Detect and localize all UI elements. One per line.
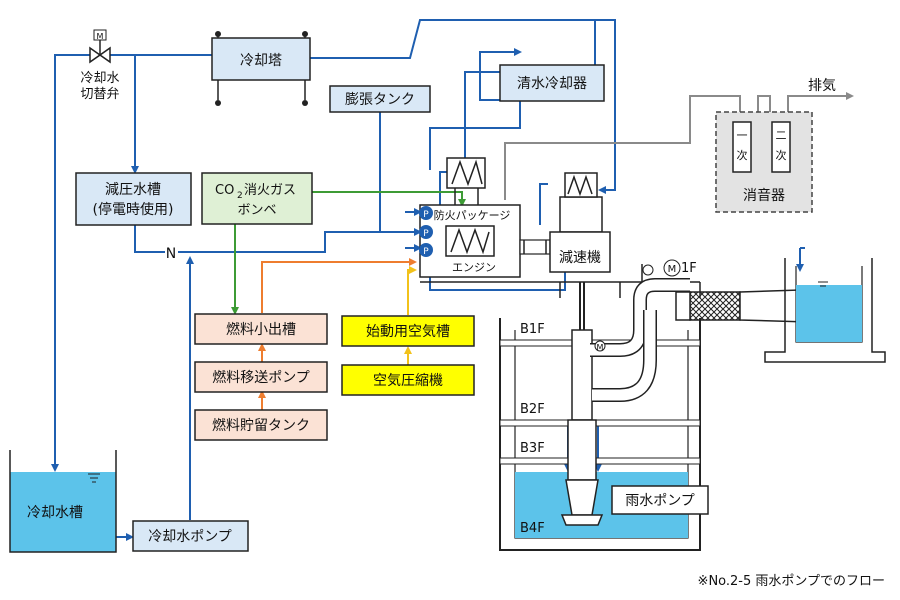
floor-b2f-label: B2F — [520, 402, 545, 417]
floor-b3f-label: B3F — [520, 441, 545, 456]
air-compressor-label: 空気圧縮機 — [373, 373, 443, 389]
fresh-cooler-label: 清水冷却器 — [517, 76, 587, 92]
hx-down-line — [539, 183, 548, 225]
floor-1f: M 1F — [420, 259, 701, 298]
check-valve-n: N — [166, 246, 176, 262]
muffler-label: 消音器 — [743, 187, 785, 204]
fuel-to-engine-line — [261, 258, 417, 313]
fuel-small-tank-label: 燃料小出槽 — [226, 321, 296, 338]
decomp-to-junction-line — [134, 225, 165, 253]
start-air-tank: 始動用空気槽 — [341, 315, 475, 347]
footnote: ※No.2-5 雨水ポンプでのフロー — [698, 574, 885, 589]
co2-label-co: CO — [215, 183, 234, 198]
floor-b1f-label: B1F — [520, 322, 545, 337]
motor-m-1f: M — [668, 264, 677, 275]
co2-cylinder: CO 2 消火ガス ボンベ — [201, 172, 313, 225]
engine-return-line — [429, 270, 566, 291]
muffler-2-label-b: 次 — [776, 148, 787, 162]
fuel-small-tank: 燃料小出槽 — [194, 313, 328, 345]
valve-label-line2: 切替弁 — [80, 87, 119, 102]
fire-package-label: 防火パッケージ — [434, 208, 511, 222]
exhaust-outlet-line — [787, 92, 854, 118]
muffler-1-label-b: 次 — [737, 148, 748, 162]
fuel-storage-tank-label: 燃料貯留タンク — [212, 417, 310, 434]
co2-lines — [231, 191, 466, 315]
cooling-water-tank: 冷却水槽 — [9, 450, 117, 553]
reducer-label: 減速機 — [559, 249, 601, 266]
cooling-water-tank-label: 冷却水槽 — [27, 505, 83, 521]
fuel-lines — [258, 258, 417, 410]
decompression-tank: 減圧水槽 (停電時使用) — [75, 172, 192, 226]
motor-m-b1f: M — [597, 343, 604, 352]
exhaust-lines — [504, 92, 854, 200]
engine-label: エンジン — [452, 261, 496, 274]
rain-pump-callout: 雨水ポンプ — [611, 485, 709, 515]
cooling-tower-label: 冷却塔 — [240, 53, 282, 69]
air-compressor: 空気圧縮機 — [341, 364, 475, 396]
cooler-to-hx-line — [598, 100, 616, 194]
valve-motor-label: M — [97, 32, 104, 41]
rain-pump-label: 雨水ポンプ — [625, 493, 695, 509]
cooling-tower: 冷却塔 — [211, 31, 311, 106]
decomp-label-line1: 減圧水槽 — [105, 181, 161, 198]
muffler-2-label-a: 二 — [776, 129, 787, 142]
muffler-1-label-a: 一 — [737, 129, 748, 142]
reducer: 減速機 — [549, 172, 611, 273]
air-lines — [404, 266, 417, 365]
co2-label-rest: 消火ガス — [244, 183, 296, 198]
exhaust-to-muffler-1-line — [504, 95, 744, 200]
air-tank-to-engine-line — [407, 266, 417, 315]
cooling-water-valve: M 冷却水 切替弁 — [80, 29, 120, 102]
exhaust-label: 排気 — [808, 78, 836, 94]
fresh-cooler-top-line — [479, 48, 522, 101]
floor-b4f-label: B4F — [520, 521, 545, 536]
valve-label-line1: 冷却水 — [80, 71, 119, 86]
co2-to-package-line — [312, 191, 466, 207]
pump-p-1: P — [423, 210, 429, 220]
pump-p-2: P — [423, 229, 429, 239]
underground-structure: B1F B2F B3F B4F M — [499, 278, 809, 551]
co2-label-sub: 2 — [237, 191, 243, 201]
floor-1f-label: 1F — [681, 261, 697, 276]
fresh-cooler-bottom-line — [429, 100, 521, 170]
fuel-transfer-pump: 燃料移送ポンプ — [194, 361, 328, 393]
fire-package: 防火パッケージ エンジン — [419, 157, 521, 278]
junction-to-engine-line — [178, 228, 422, 253]
muffler-link-line — [757, 95, 774, 120]
tower-to-tank-line — [51, 54, 212, 472]
cooling-water-pump: 冷却水ポンプ — [132, 520, 249, 552]
discharge-basin — [764, 258, 886, 363]
flexible-joint — [689, 291, 741, 321]
expansion-tank-label: 膨張タンク — [345, 91, 415, 108]
engine-pumps: P P P — [419, 206, 433, 257]
co2-label-line2: ボンベ — [237, 203, 276, 218]
expansion-tank: 膨張タンク — [329, 85, 431, 113]
fresh-water-cooler: 清水冷却器 — [499, 64, 605, 102]
fresh-cooler-left-line — [464, 71, 500, 160]
cooling-water-pump-label: 冷却水ポンプ — [148, 529, 232, 545]
pump-p-3: P — [423, 247, 429, 257]
cooler-right-line — [595, 19, 616, 100]
muffler: 一 次 二 次 消音器 — [715, 111, 813, 213]
decomp-label-line2: (停電時使用) — [93, 201, 174, 218]
start-air-tank-label: 始動用空気槽 — [366, 324, 450, 340]
fuel-transfer-pump-label: 燃料移送ポンプ — [212, 369, 310, 386]
fuel-storage-tank: 燃料貯留タンク — [194, 409, 328, 441]
